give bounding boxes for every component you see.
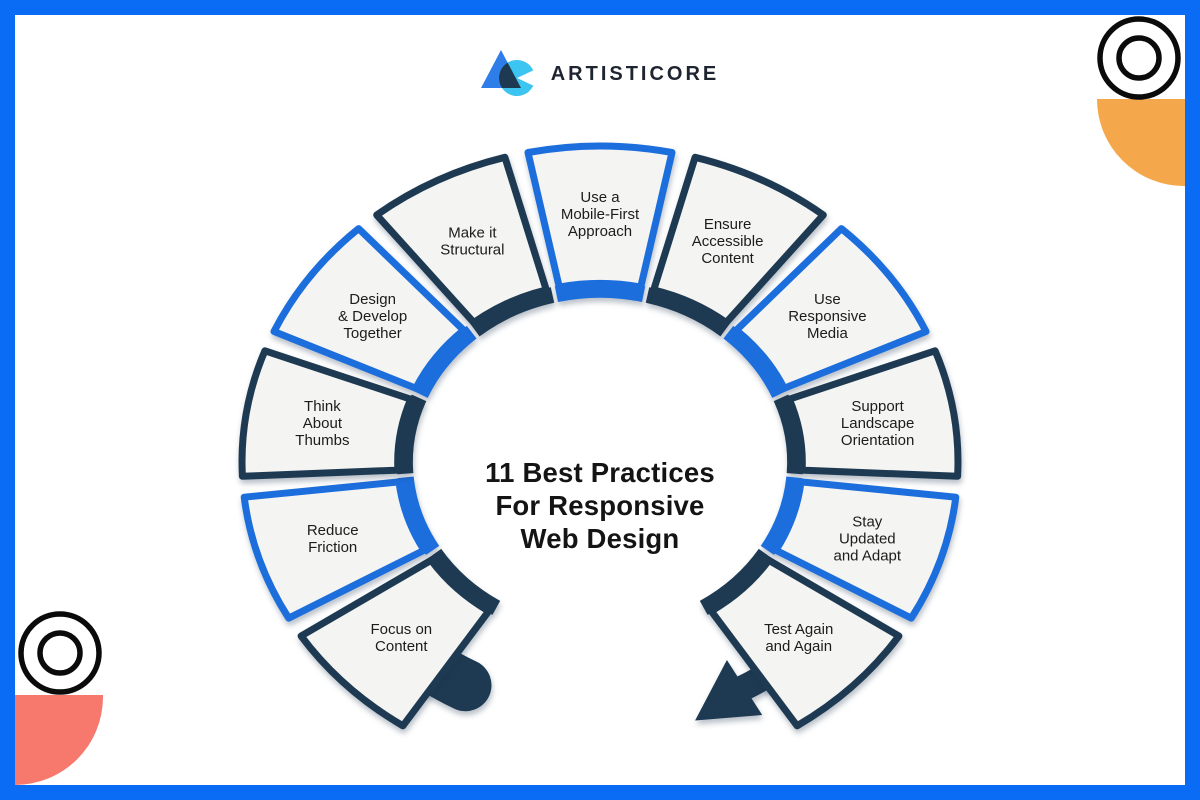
segment-inner-band xyxy=(413,325,477,399)
segment-inner-band xyxy=(397,476,440,555)
segment-inner-band xyxy=(699,548,772,615)
segment-inner-band xyxy=(773,394,804,475)
segment-inner-band xyxy=(470,287,555,337)
segment-inner-band xyxy=(428,548,501,615)
donut-outer-circle xyxy=(18,611,102,695)
decor-donut-top-right-icon xyxy=(1097,16,1181,100)
brand-name: ARTISTICORE xyxy=(550,62,720,85)
decor-donut-bottom-left-icon xyxy=(18,611,102,695)
brand-logo: ARTISTICORE xyxy=(0,48,1200,100)
donut-outer-circle xyxy=(1097,16,1181,100)
donut-inner-circle xyxy=(1116,35,1162,81)
segment-inner-band xyxy=(760,476,803,555)
title-line-1: 11 Best Practices xyxy=(485,457,715,488)
segment-inner-band xyxy=(396,394,427,475)
arrowhead-icon xyxy=(695,660,763,721)
segment-inner-band xyxy=(723,325,787,399)
segment-inner-band xyxy=(554,281,646,302)
brand-logo-mark xyxy=(480,50,534,96)
diagram-title: 11 Best Practices For Responsive Web Des… xyxy=(0,456,1200,555)
donut-inner-circle xyxy=(37,630,83,676)
title-line-2: For Responsive xyxy=(495,490,705,521)
segment-inner-band xyxy=(645,287,730,337)
title-line-3: Web Design xyxy=(520,523,680,554)
